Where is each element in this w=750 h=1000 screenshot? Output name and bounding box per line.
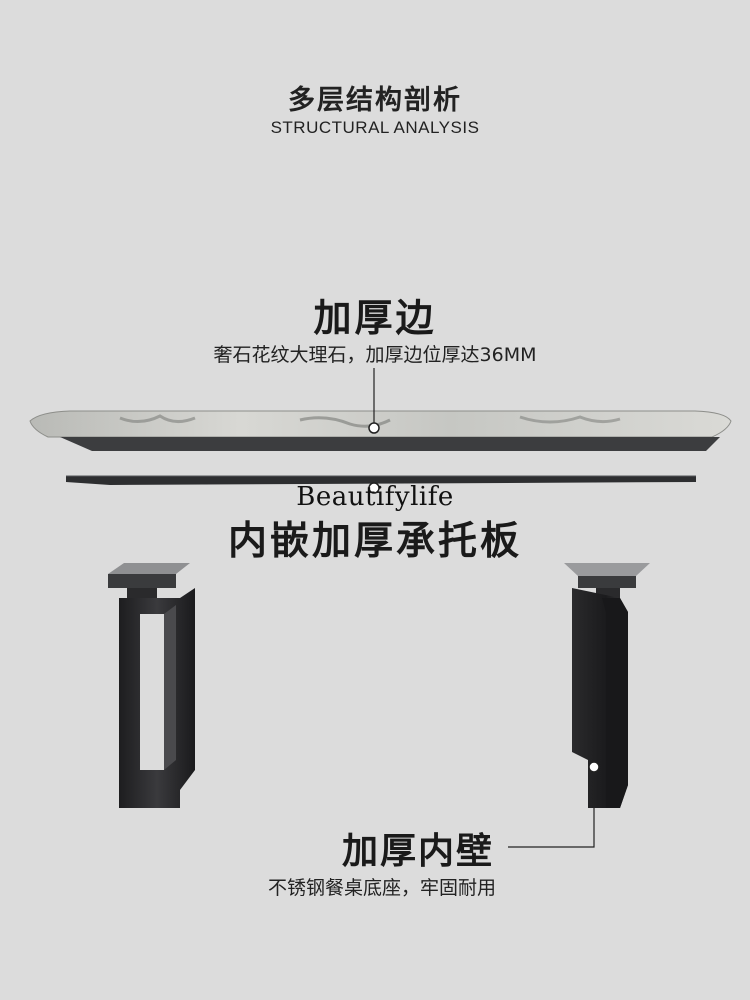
callout-dot-plate	[368, 482, 380, 494]
left-table-leg	[108, 563, 195, 808]
right-table-leg	[564, 563, 650, 808]
feature-title-thick-edge: 加厚边	[313, 296, 437, 340]
feature-description-thick-edge: 奢石花纹大理石，加厚边位厚达36MM	[213, 344, 537, 366]
callout-line-wall	[508, 767, 595, 848]
feature-title-inner-wall: 加厚内壁	[342, 831, 495, 872]
section-title: 多层结构剖析	[288, 85, 462, 116]
callout-dot-edge	[368, 422, 380, 434]
feature-description-inner-wall: 不锈钢餐桌底座，牢固耐用	[268, 877, 497, 899]
feature-title-support-plate: 内嵌加厚承托板	[227, 519, 522, 564]
marble-tabletop	[29, 410, 732, 451]
section-subtitle: STRUCTURAL ANALYSIS	[270, 118, 480, 137]
callout-dot-wall	[588, 761, 600, 773]
brand-watermark: Beautifylife	[296, 482, 454, 512]
support-plate	[66, 475, 696, 485]
